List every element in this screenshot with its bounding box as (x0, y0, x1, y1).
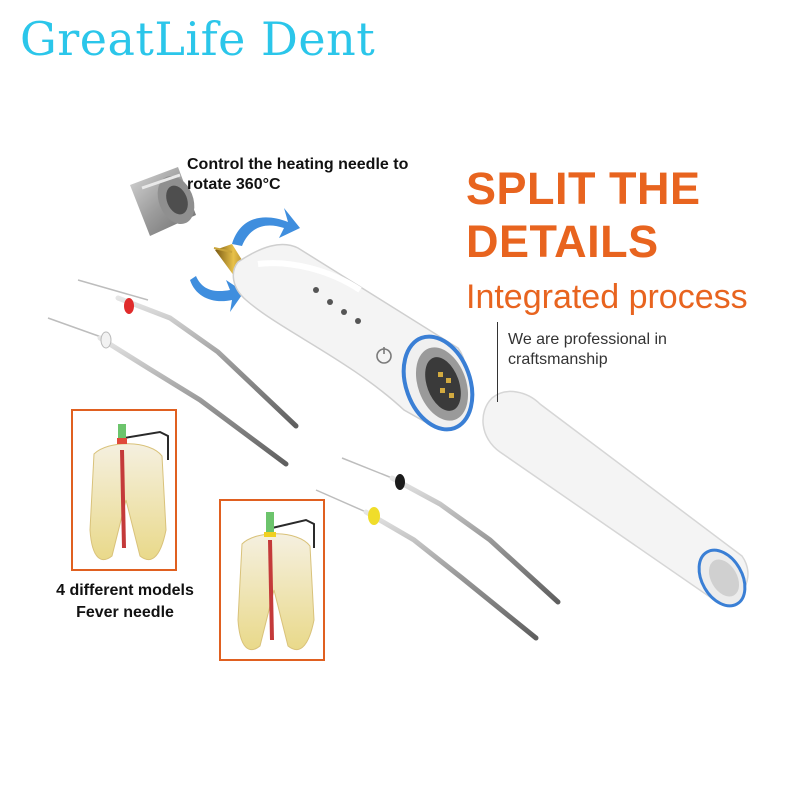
tagline-line-2: craftsmanship (508, 351, 608, 368)
models-label: 4 different models Fever needle (40, 580, 210, 624)
divider-line (497, 322, 498, 402)
heating-handpiece (213, 243, 475, 432)
rotation-annotation: Control the heating needle to rotate 360… (187, 155, 408, 195)
needle-red (77, 279, 299, 429)
headline-sub: Integrated process (466, 278, 748, 316)
needle-black (341, 457, 561, 605)
tagline-line-1: We are professional in (508, 331, 667, 348)
headline: SPLIT THE DETAILS (466, 162, 701, 268)
models-line-2: Fever needle (76, 604, 174, 621)
tooth-diagram-2 (219, 499, 325, 661)
headline-line-2: DETAILS (466, 216, 659, 267)
headline-line-1: SPLIT THE (466, 163, 701, 214)
brand-logo-text: GreatLife Dent (20, 12, 376, 66)
annotation-line-1: Control the heating needle to (187, 156, 409, 173)
needle-white (47, 317, 289, 467)
rotate-arrow-icon (190, 208, 300, 312)
tooth-diagram-1 (71, 409, 177, 571)
annotation-line-2: rotate 360°C (187, 176, 281, 193)
metal-cap (130, 167, 196, 236)
needle-yellow (315, 489, 539, 641)
tagline: We are professional in craftsmanship (508, 330, 667, 370)
models-line-1: 4 different models (56, 582, 194, 599)
white-sleeve (482, 390, 749, 608)
